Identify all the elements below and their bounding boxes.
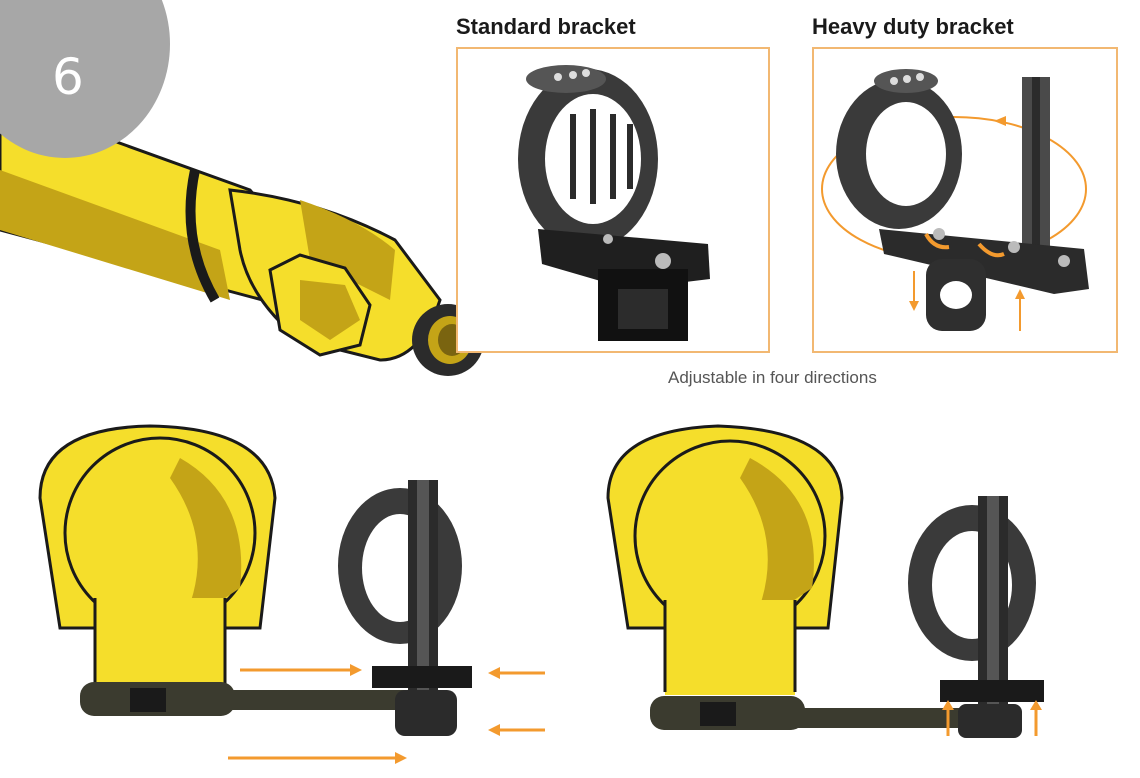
step-number: 6 [52, 48, 84, 106]
caption: Adjustable in four directions [668, 368, 877, 387]
standard-bracket-title: Standard bracket [456, 14, 636, 39]
standard-bracket-image [518, 65, 710, 341]
heavy-duty-bracket-title: Heavy duty bracket [812, 14, 1014, 39]
left-mounting-diagram [38, 424, 545, 764]
right-mounting-diagram [606, 424, 1044, 738]
heavy-duty-bracket-image [821, 69, 1089, 331]
standard-bracket-panel [456, 47, 770, 353]
heavy-duty-bracket-panel [812, 47, 1118, 353]
